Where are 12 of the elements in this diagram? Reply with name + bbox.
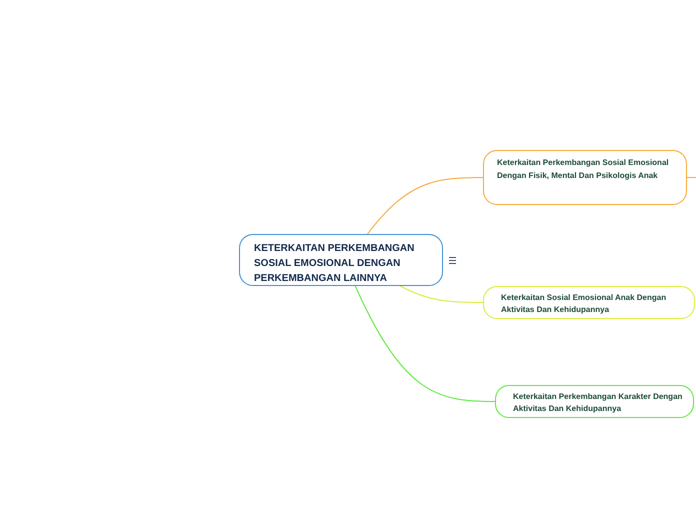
connector-line	[354, 286, 496, 402]
connector-line	[367, 177, 484, 234]
topic-text: Keterkaitan Sosial Emosional Anak Dengan Aktivitas Dan Kehidupannya	[501, 292, 668, 316]
topic-text: Keterkaitan Perkembangan Sosial Emosional Dengan Fisik, Mental Dan Psikologis Anak	[497, 157, 670, 182]
topic-box	[483, 286, 695, 319]
topic-box	[239, 234, 443, 286]
connector-line	[686, 177, 696, 178]
topic-box	[483, 150, 687, 205]
connector-line	[400, 286, 484, 303]
topic-text: KETERKAITAN PERKEMBANGAN SOSIAL EMOSIONAL DENGAN PERKEMBANGAN LAINNYA	[254, 242, 416, 286]
topic-box	[495, 385, 694, 418]
topic-text: Keterkaitan Perkembangan Karakter Dengan Aktivitas Dan Kehidupannya	[513, 391, 684, 415]
